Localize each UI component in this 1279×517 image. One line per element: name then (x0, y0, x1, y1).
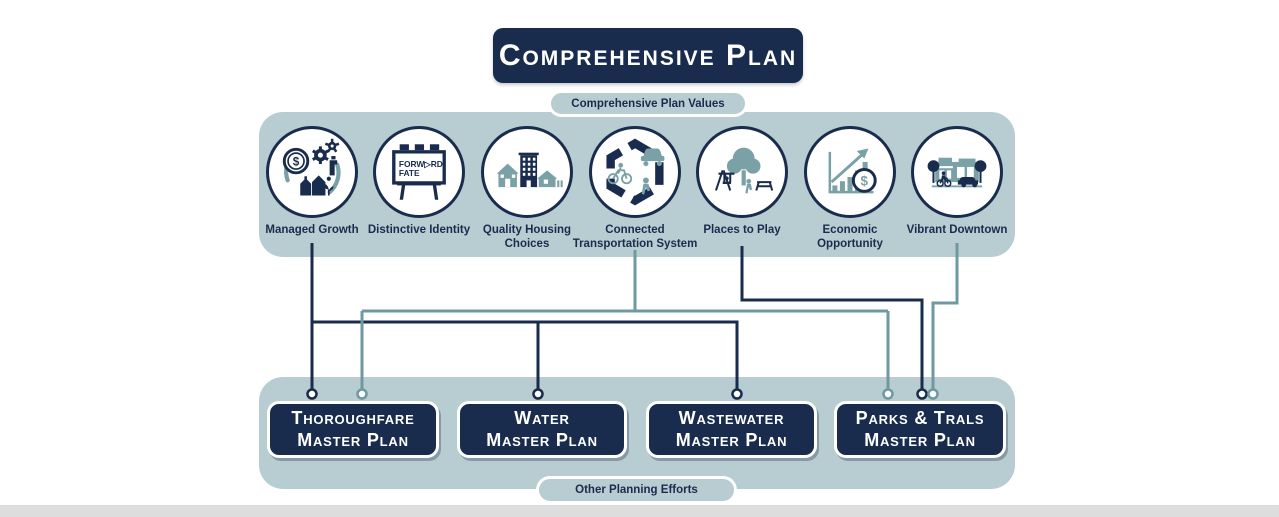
value-item-places-to-play: Places to Play (674, 126, 810, 238)
dollar-glyph: $ (293, 155, 300, 168)
billboard-icon: FORW▷RD FATE (373, 126, 465, 218)
value-label: Connected Transportation System (572, 224, 698, 250)
value-item-quality-housing: Quality Housing Choices (459, 126, 595, 252)
managed-growth-icon: $ (266, 126, 358, 218)
value-item-managed-growth: $ (244, 126, 380, 238)
value-label: Economic Opportunity (817, 224, 883, 250)
housing-icon (481, 126, 573, 218)
water-master-plan-box: Water Master Plan (457, 401, 627, 458)
value-item-economic-opportunity: $ Economic Opportunity (782, 126, 918, 252)
page-title: Comprehensive Plan (498, 38, 798, 72)
value-label: Distinctive Identity (367, 224, 471, 236)
billboard-text-line1: FORW▷RD (399, 159, 443, 169)
growth-chart-icon: $ (804, 126, 896, 218)
value-label: Managed Growth (265, 224, 359, 236)
value-label: Quality Housing Choices (482, 224, 572, 250)
transportation-cycle-icon (589, 126, 681, 218)
values-panel-label-pill: Comprehensive Plan Values (548, 90, 748, 117)
dollar-glyph: $ (861, 173, 869, 188)
value-label: Places to Play (703, 224, 781, 236)
plans-panel-label-pill: Other Planning Efforts (536, 476, 737, 504)
line-vibrant-downtown-to-parks (931, 243, 959, 391)
bottom-strip (0, 505, 1279, 517)
value-item-distinctive-identity: FORW▷RD FATE Distinctive Identity (351, 126, 487, 238)
value-item-vibrant-downtown: Vibrant Downtown (889, 126, 1025, 238)
wastewater-master-plan-box: Wastewater Master Plan (646, 401, 817, 458)
downtown-street-icon (911, 126, 1003, 218)
value-item-connected-transportation: Connected Transportation System (567, 126, 703, 252)
parks-trals-master-plan-box: Parks & Trals Master Plan (834, 401, 1006, 458)
thoroughfare-master-plan-box: Thoroughfare Master Plan (267, 401, 439, 458)
billboard-text-line2: FATE (399, 168, 420, 178)
line-places-to-play-to-parks (740, 246, 924, 391)
plans-panel: Thoroughfare Master Plan Water Master Pl… (259, 377, 1015, 489)
playground-icon (696, 126, 788, 218)
title-box: Comprehensive Plan (493, 28, 803, 83)
value-label: Vibrant Downtown (906, 224, 1008, 236)
values-panel: $ (259, 112, 1015, 257)
